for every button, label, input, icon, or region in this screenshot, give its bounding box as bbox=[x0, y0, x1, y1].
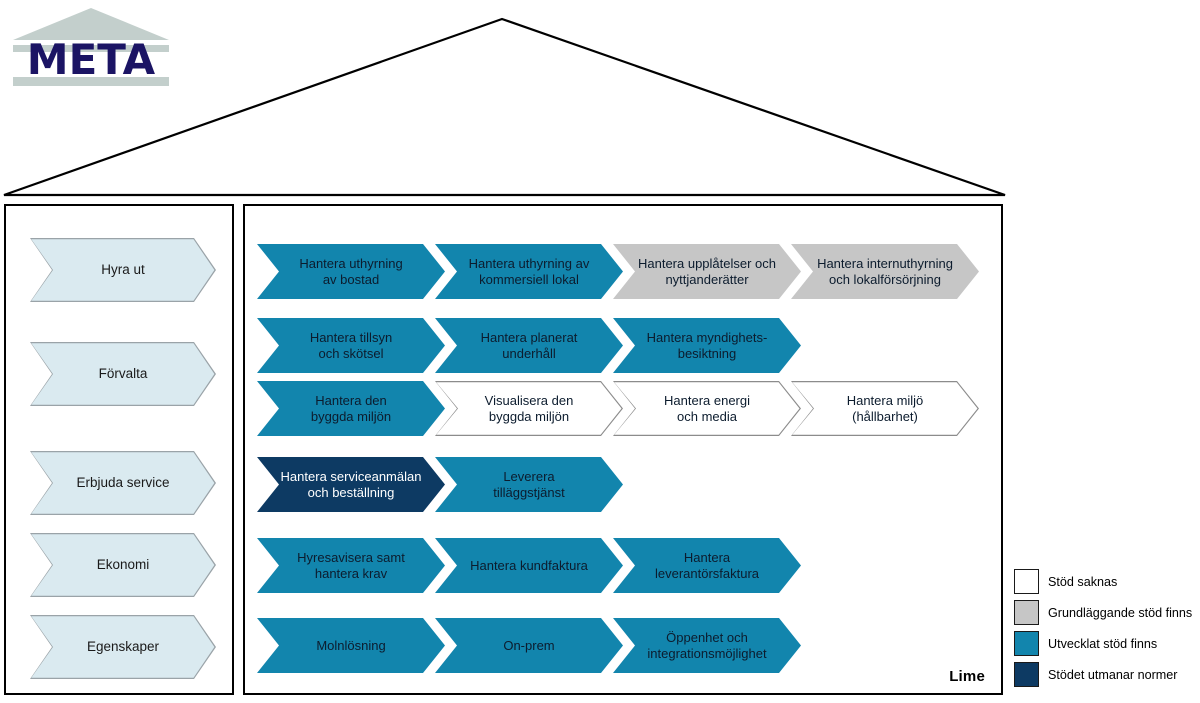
process-r4-c2[interactable]: Leverera tilläggstjänst bbox=[435, 457, 623, 512]
process-r1-c1-label: Hantera uthyrning av bostad bbox=[299, 255, 403, 287]
process-r5-c1[interactable]: Hyresavisera samt hantera krav bbox=[257, 538, 445, 593]
legend: Stöd saknas Grundläggande stöd finns Utv… bbox=[1014, 566, 1200, 690]
legend-swatch-challenges-norms bbox=[1014, 662, 1039, 687]
process-r5-c3[interactable]: Hantera leverantörsfaktura bbox=[613, 538, 801, 593]
process-r1-c4-label: Hantera internuthyrning och lokalförsörj… bbox=[817, 255, 953, 287]
logo-wordmark: META bbox=[27, 35, 156, 84]
house-roof bbox=[3, 17, 1006, 197]
process-r1-c4[interactable]: Hantera internuthyrning och lokalförsörj… bbox=[791, 244, 979, 299]
process-r6-c1[interactable]: Molnlösning bbox=[257, 618, 445, 673]
process-r4-c2-label: Leverera tilläggstjänst bbox=[493, 468, 565, 500]
legend-label-0: Stöd saknas bbox=[1048, 574, 1118, 589]
legend-item-2: Utvecklat stöd finns bbox=[1014, 628, 1200, 659]
process-r5-c1-label: Hyresavisera samt hantera krav bbox=[297, 549, 405, 581]
process-r6-c2[interactable]: On-prem bbox=[435, 618, 623, 673]
process-r1-c3[interactable]: Hantera upplåtelser och nyttjanderätter bbox=[613, 244, 801, 299]
process-r2-c3[interactable]: Hantera myndighets- besiktning bbox=[613, 318, 801, 373]
legend-swatch-developed-support bbox=[1014, 631, 1039, 656]
process-r5-c3-label: Hantera leverantörsfaktura bbox=[654, 549, 760, 581]
process-r1-c3-label: Hantera upplåtelser och nyttjanderätter bbox=[637, 255, 777, 287]
process-r3-c1-label: Hantera den byggda miljön bbox=[310, 392, 392, 424]
sidebar-item-1-label: Förvalta bbox=[98, 365, 148, 381]
process-r2-c3-label: Hantera myndighets- besiktning bbox=[646, 329, 768, 361]
process-r3-c2[interactable]: Visualisera den byggda miljön bbox=[435, 381, 623, 436]
legend-label-1: Grundläggande stöd finns bbox=[1048, 605, 1193, 620]
sidebar-item-1-fill bbox=[30, 342, 216, 406]
process-r6-c3-label: Öppenhet och integrationsmöjlighet bbox=[647, 629, 767, 661]
sidebar-item-0-fill bbox=[30, 238, 216, 302]
legend-item-1: Grundläggande stöd finns bbox=[1014, 597, 1200, 628]
logo-base-bar bbox=[13, 77, 169, 86]
process-r3-c3-label: Hantera energi och media bbox=[664, 392, 750, 424]
sidebar-item-2-fill bbox=[30, 451, 216, 515]
process-r3-c4-fill bbox=[791, 381, 979, 436]
process-r2-c1-label: Hantera tillsyn och skötsel bbox=[309, 329, 393, 361]
sidebar-item-3[interactable]: Ekonomi bbox=[30, 533, 216, 597]
capability-areas-panel: Hyra ut Förvalta Erbjuda service Ekonomi… bbox=[4, 204, 234, 695]
legend-swatch-basic-support bbox=[1014, 600, 1039, 625]
process-r2-c2-label: Hantera planerat underhåll bbox=[480, 329, 578, 361]
process-r2-c1[interactable]: Hantera tillsyn och skötsel bbox=[257, 318, 445, 373]
process-r1-c3-fill bbox=[613, 244, 801, 299]
sidebar-item-4-fill bbox=[30, 615, 216, 679]
sidebar-item-0-label: Hyra ut bbox=[101, 261, 145, 277]
process-r6-c2-label: On-prem bbox=[503, 637, 555, 653]
vendor-label: Lime bbox=[949, 668, 985, 685]
logo-architrave-bar bbox=[13, 45, 169, 52]
process-r1-c1[interactable]: Hantera uthyrning av bostad bbox=[257, 244, 445, 299]
process-r2-c2[interactable]: Hantera planerat underhåll bbox=[435, 318, 623, 373]
process-r3-c4[interactable]: Hantera miljö (hållbarhet) bbox=[791, 381, 979, 436]
process-r5-c2[interactable]: Hantera kundfaktura bbox=[435, 538, 623, 593]
legend-item-0: Stöd saknas bbox=[1014, 566, 1200, 597]
process-r6-c3[interactable]: Öppenhet och integrationsmöjlighet bbox=[613, 618, 801, 673]
sidebar-item-2[interactable]: Erbjuda service bbox=[30, 451, 216, 515]
process-r1-c2-label: Hantera uthyrning av kommersiell lokal bbox=[468, 255, 590, 287]
sidebar-item-4[interactable]: Egenskaper bbox=[30, 615, 216, 679]
legend-item-3: Stödet utmanar normer bbox=[1014, 659, 1200, 690]
process-r3-c2-label: Visualisera den byggda miljön bbox=[484, 392, 574, 424]
process-r3-c1[interactable]: Hantera den byggda miljön bbox=[257, 381, 445, 436]
process-r3-c3[interactable]: Hantera energi och media bbox=[613, 381, 801, 436]
process-r6-c1-label: Molnlösning bbox=[316, 637, 386, 653]
sidebar-item-2-label: Erbjuda service bbox=[76, 474, 170, 490]
legend-label-2: Utvecklat stöd finns bbox=[1048, 636, 1158, 651]
process-r3-c2-fill bbox=[435, 381, 623, 436]
roof-triangle-icon bbox=[3, 17, 1006, 197]
logo-pediment-icon bbox=[13, 8, 169, 40]
legend-label-3: Stödet utmanar normer bbox=[1048, 667, 1178, 682]
sidebar-item-0[interactable]: Hyra ut bbox=[30, 238, 216, 302]
sidebar-item-4-label: Egenskaper bbox=[86, 638, 160, 654]
process-r4-c1[interactable]: Hantera serviceanmälan och beställning bbox=[257, 457, 445, 512]
meta-logo: META bbox=[13, 8, 169, 86]
sidebar-item-3-fill bbox=[30, 533, 216, 597]
process-r5-c2-label: Hantera kundfaktura bbox=[470, 557, 588, 573]
process-r1-c2[interactable]: Hantera uthyrning av kommersiell lokal bbox=[435, 244, 623, 299]
process-matrix-panel: Hantera uthyrning av bostad Hantera uthy… bbox=[243, 204, 1003, 695]
process-r4-c1-label: Hantera serviceanmälan och beställning bbox=[280, 468, 422, 500]
process-r1-c4-fill bbox=[791, 244, 979, 299]
sidebar-item-3-label: Ekonomi bbox=[96, 556, 150, 572]
process-r3-c3-fill bbox=[613, 381, 801, 436]
process-r3-c4-label: Hantera miljö (hållbarhet) bbox=[846, 392, 924, 424]
sidebar-item-1[interactable]: Förvalta bbox=[30, 342, 216, 406]
legend-swatch-no-support bbox=[1014, 569, 1039, 594]
